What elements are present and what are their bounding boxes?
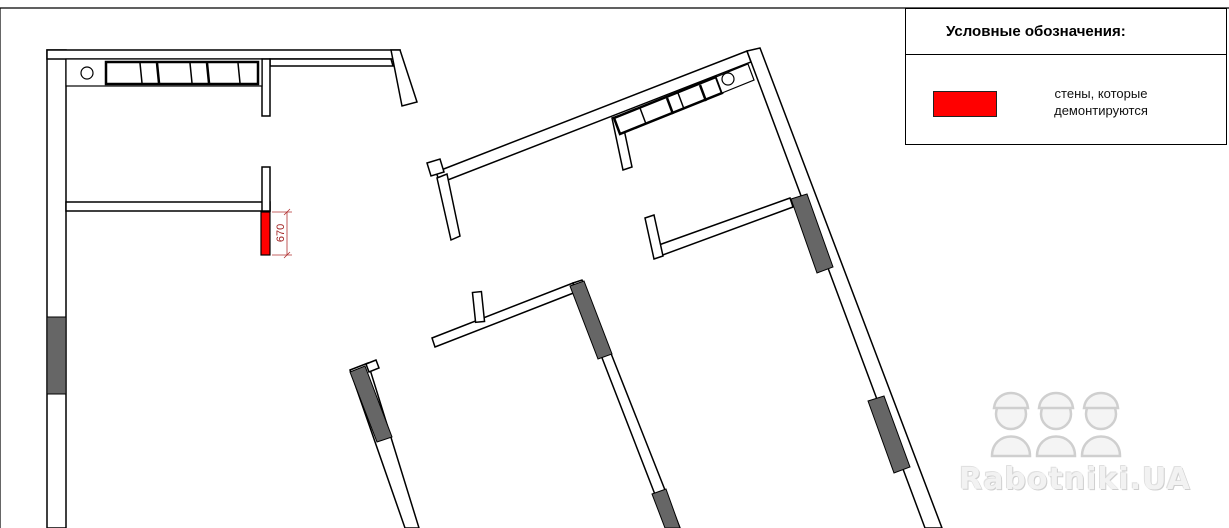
dimension-line bbox=[272, 208, 292, 259]
wall-inner-top bbox=[269, 58, 394, 67]
wall-bedroom-top bbox=[655, 197, 794, 257]
dimension-label: 670 bbox=[275, 224, 287, 242]
wall-middle-room-stub bbox=[471, 290, 486, 324]
legend-box: Условные обозначения: стены, которые дем… bbox=[905, 8, 1227, 145]
wall-stub-down bbox=[436, 172, 461, 242]
wall-slanted-top bbox=[390, 49, 418, 107]
wall-stub-corner bbox=[426, 158, 445, 177]
wall-bedroom-stub bbox=[644, 214, 664, 260]
wall-middle-room-top bbox=[431, 282, 577, 348]
bathroom-fixtures bbox=[612, 63, 755, 136]
wall-right-top bbox=[435, 50, 752, 184]
legend-item-label: стены, которые демонтируются bbox=[1054, 86, 1148, 118]
wall-kitchen-bottom bbox=[65, 201, 271, 212]
watermark: Rabotniki.UA bbox=[940, 378, 1210, 508]
window-middle-upper bbox=[569, 280, 613, 360]
wall-right-exterior bbox=[745, 47, 943, 528]
window-middle-lower bbox=[651, 488, 681, 528]
legend-title: Условные обозначения: bbox=[906, 9, 1226, 55]
window-right-upper bbox=[790, 193, 834, 274]
window-left-upper bbox=[349, 365, 393, 443]
riser-icon bbox=[721, 72, 735, 86]
wall-kitchen-right-lower bbox=[261, 166, 271, 212]
legend-swatch-demolish bbox=[933, 91, 997, 117]
kitchen-counter bbox=[65, 58, 263, 87]
stove-burner-icon bbox=[80, 66, 94, 80]
wall-kitchen-right-upper bbox=[261, 58, 271, 117]
demolish-wall bbox=[260, 211, 271, 256]
wall-left-exterior bbox=[46, 49, 67, 528]
watermark-workers-icon bbox=[990, 391, 1122, 458]
window-left-wall bbox=[46, 316, 67, 395]
window-right-lower bbox=[867, 395, 911, 474]
wall-top-exterior bbox=[46, 49, 401, 60]
right-windows bbox=[349, 193, 911, 528]
left-outer-walls bbox=[46, 49, 418, 528]
watermark-text: Rabotniki.UA bbox=[959, 462, 1191, 497]
wall-left-stub bbox=[365, 359, 380, 373]
